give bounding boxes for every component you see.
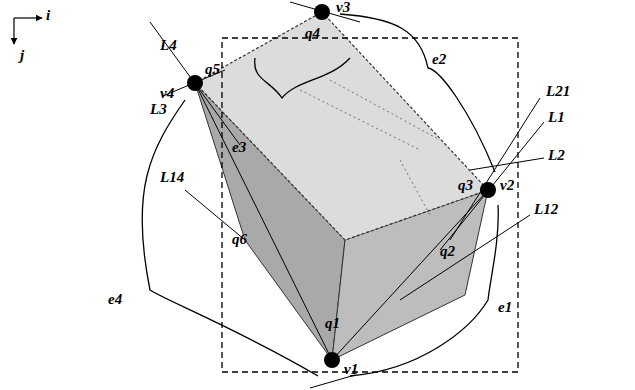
- point-label: v1: [344, 362, 358, 377]
- diagonal: [332, 190, 488, 360]
- point-label: j: [20, 48, 24, 63]
- line-l1: [440, 122, 544, 250]
- point-label: v4: [160, 86, 174, 101]
- brace-e4: [142, 100, 318, 376]
- brace-e3: [255, 58, 350, 98]
- diagonal: [195, 83, 332, 360]
- axis-i: [14, 17, 42, 18]
- line-l4: [150, 22, 240, 145]
- brace-e2: [340, 14, 495, 172]
- point-label: q2: [440, 244, 455, 259]
- line-l12: [400, 215, 530, 300]
- vertex-dot: [187, 75, 203, 91]
- point-label: L3: [150, 102, 167, 117]
- point-label: e3: [232, 140, 246, 155]
- bounding-box: [222, 38, 518, 372]
- point-label: v2: [500, 178, 514, 193]
- point-label: e4: [108, 292, 122, 307]
- label-marks: [300, 80, 440, 215]
- point-label: q6: [232, 232, 247, 247]
- brace-e1: [350, 205, 498, 376]
- vertex-dot: [314, 4, 330, 20]
- point-label: q5: [205, 62, 220, 77]
- axis-j: [13, 18, 14, 44]
- line-l2: [470, 158, 544, 170]
- point-label: L21: [546, 84, 570, 99]
- point-label: L12: [534, 202, 558, 217]
- point-label: q4: [305, 26, 320, 41]
- vertex-dot: [324, 352, 340, 368]
- point-label: q3: [458, 178, 473, 193]
- point-label: i: [46, 8, 50, 23]
- top-face: [195, 12, 488, 240]
- point-label: e2: [432, 52, 446, 67]
- point-label: L14: [160, 170, 184, 185]
- point-label: L1: [548, 110, 565, 125]
- point-label: L2: [548, 148, 565, 163]
- vertex-dot: [480, 182, 496, 198]
- point-label: L4: [160, 38, 177, 53]
- point-label: e1: [498, 300, 512, 315]
- line-l21: [450, 98, 540, 240]
- point-label: v3: [336, 0, 350, 15]
- point-label: q1: [325, 316, 340, 331]
